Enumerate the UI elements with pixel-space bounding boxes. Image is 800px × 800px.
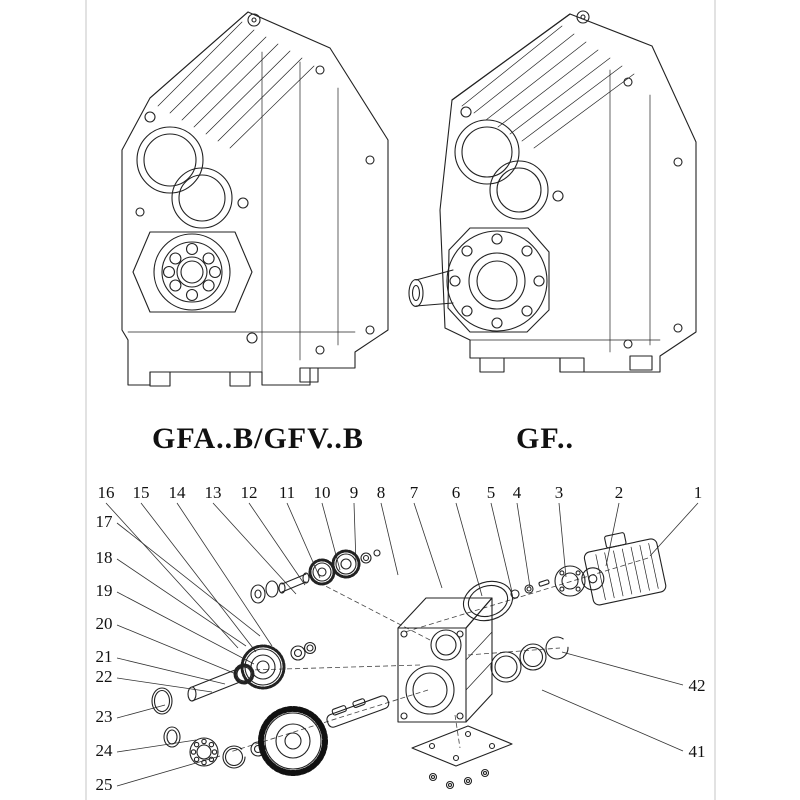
callout-1: 1 — [694, 483, 703, 502]
part-motor — [581, 532, 667, 606]
callout-15: 15 — [133, 483, 150, 502]
callout-6: 6 — [452, 483, 461, 502]
callout-numbers-right: 42 41 — [689, 676, 706, 761]
part-housing — [397, 597, 493, 723]
callout-8: 8 — [377, 483, 386, 502]
callout-42: 42 — [689, 676, 706, 695]
part-input-gear-set — [250, 549, 381, 604]
callout-19: 19 — [96, 581, 113, 600]
callout-22: 22 — [96, 667, 113, 686]
callout-9: 9 — [350, 483, 359, 502]
callout-13: 13 — [205, 483, 222, 502]
part-cover-plate — [411, 725, 513, 790]
callout-21: 21 — [96, 647, 113, 666]
callout-10: 10 — [314, 483, 331, 502]
callout-20: 20 — [96, 614, 113, 633]
callout-5: 5 — [487, 483, 496, 502]
part-bearing-rings — [490, 636, 569, 683]
callout-17: 17 — [96, 512, 114, 531]
bearing-face — [153, 233, 231, 311]
callout-2: 2 — [615, 483, 624, 502]
callout-18: 18 — [96, 548, 113, 567]
callout-41: 41 — [689, 742, 706, 761]
callout-24: 24 — [96, 741, 114, 760]
callout-4: 4 — [513, 483, 522, 502]
output-flange — [446, 227, 550, 333]
callout-3: 3 — [555, 483, 564, 502]
output-shaft — [408, 269, 454, 308]
callout-14: 14 — [169, 483, 187, 502]
exploded-view: 16 15 14 13 12 11 10 9 8 7 6 5 4 3 2 1 1… — [96, 483, 706, 794]
part-output-shaft — [326, 695, 390, 728]
part-output-gear-cluster — [163, 695, 390, 776]
callout-16: 16 — [98, 483, 115, 502]
callout-numbers-left: 17 18 19 20 21 22 23 24 25 — [96, 512, 114, 794]
model-label-left: GFA..B/GFV..B — [152, 422, 364, 455]
callout-12: 12 — [241, 483, 258, 502]
callout-7: 7 — [410, 483, 419, 502]
page-edges — [85, 0, 716, 800]
part-intermediate-gear — [151, 641, 317, 715]
callout-11: 11 — [279, 483, 295, 502]
callout-25: 25 — [96, 775, 113, 794]
callout-23: 23 — [96, 707, 113, 726]
left-gearbox-drawing — [121, 11, 389, 387]
model-label-right: GF.. — [516, 422, 574, 455]
callout-numbers-top: 16 15 14 13 12 11 10 9 8 7 6 5 4 3 2 1 — [98, 483, 703, 502]
fins-right — [461, 25, 635, 149]
right-gearbox-drawing — [408, 10, 697, 373]
part-gasket-ring — [462, 579, 550, 622]
leader-lines — [105, 502, 699, 787]
part-flange-bearing — [554, 565, 586, 597]
